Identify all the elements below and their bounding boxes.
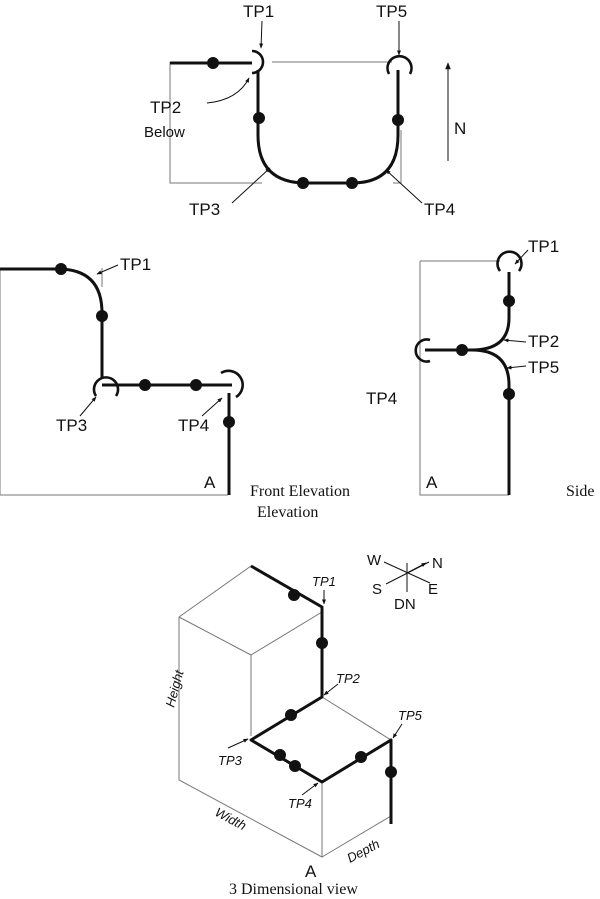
front-fitting-dot: [96, 310, 108, 322]
front-fitting-dot: [223, 416, 235, 428]
plan-leader-tp3: [231, 167, 271, 204]
plan-reference-box-right: [272, 61, 402, 184]
plan-label-tp5: TP5: [376, 2, 407, 21]
front-fitting-dot: [55, 263, 67, 275]
plan-fitting-dot: [207, 57, 219, 69]
side-pipe-run: [425, 272, 511, 495]
iso-fitting-dot: [355, 751, 367, 763]
iso-compass: W N S E DN: [367, 552, 443, 613]
front-caption-line2: Elevation: [257, 504, 318, 521]
iso-label-height: Height: [162, 667, 187, 709]
iso-fitting-dot: [316, 637, 328, 649]
front-elevation-view: TP1 TP3 TP4 A Front Elevation Elevation: [0, 255, 350, 521]
plan-label-tp3: TP3: [189, 200, 220, 219]
iso-label-tp1: TP1: [312, 574, 336, 589]
plan-leader-tp4: [385, 169, 423, 204]
side-leader-tp1: [514, 249, 529, 265]
front-fitting-dot: [139, 379, 151, 391]
plan-pipe-u-run: [256, 70, 400, 185]
iso-leader-tp2: [323, 683, 339, 696]
side-label-tp1: TP1: [528, 237, 559, 256]
compass-label-e: E: [428, 581, 438, 598]
compass-label-w: W: [367, 552, 382, 569]
front-tp4-elbow-symbol: [220, 369, 244, 399]
side-fitting-dot: [503, 295, 515, 307]
compass-label-s: S: [372, 581, 382, 598]
iso-caption: 3 Dimensional view: [229, 881, 358, 898]
iso-leader-tp5: [392, 723, 403, 739]
side-elevation-view: TP1 TP2 TP5 TP4 A Side: [366, 237, 594, 500]
iso-label-corner-a: A: [305, 862, 317, 881]
side-fitting-dot: [456, 344, 468, 356]
iso-fitting-dot: [385, 766, 397, 778]
front-caption-line1: Front Elevation: [250, 483, 350, 500]
front-leader-tp3: [79, 396, 97, 417]
plan-label-tp4: TP4: [424, 200, 455, 219]
plan-leader-tp2: [206, 77, 250, 104]
iso-reference-box: [178, 565, 392, 858]
plan-label-tp1: TP1: [243, 2, 274, 21]
side-tp4-elbow-symbol: [414, 338, 431, 363]
iso-pipe-run: [249, 564, 393, 824]
front-label-tp4: TP4: [178, 416, 209, 435]
iso-label-tp2: TP2: [336, 671, 361, 686]
front-tp3-elbow-symbol: [92, 376, 120, 397]
side-leader-tp2: [503, 338, 527, 343]
iso-label-tp3: TP3: [218, 753, 243, 768]
plan-reference-box: [169, 62, 262, 184]
front-leader-tp1: [96, 264, 119, 275]
compass-label-n: N: [432, 555, 443, 572]
iso-fitting-dot: [288, 589, 300, 601]
side-leader-tp5: [506, 365, 527, 370]
iso-label-tp5: TP5: [398, 708, 423, 723]
front-reference-box: [0, 268, 228, 496]
iso-leader-tp3: [227, 738, 249, 749]
iso-label-tp4: TP4: [288, 796, 312, 811]
side-tp1-elbow-symbol: [496, 250, 523, 272]
plan-label-north: N: [454, 119, 466, 138]
side-label-tp4: TP4: [366, 389, 397, 408]
plan-fitting-dot: [346, 177, 358, 189]
plan-view: TP1 TP5 TP2 Below TP3 TP4 N: [144, 2, 466, 219]
side-label-tp5: TP5: [528, 358, 559, 377]
plan-fitting-dot: [392, 114, 404, 126]
iso-fitting-dot: [285, 709, 297, 721]
iso-fitting-dot: [274, 749, 286, 761]
plan-tp1-elbow-symbol: [251, 49, 265, 75]
isometric-view: TP1 TP2 TP3 TP4 TP5 Height Width Depth A…: [162, 564, 423, 898]
side-fitting-dot: [503, 388, 515, 400]
iso-fitting-dot: [289, 760, 301, 772]
plan-fitting-dot: [253, 112, 265, 124]
front-pipe-top-run: [0, 267, 104, 378]
front-fitting-dot: [190, 379, 202, 391]
front-label-tp3: TP3: [56, 416, 87, 435]
compass-north-arrow: [406, 562, 427, 574]
side-reference-box: [419, 260, 509, 496]
side-caption: Side: [566, 483, 594, 500]
plan-tp5-elbow-symbol: [386, 54, 413, 75]
compass-axes: [383, 561, 431, 592]
front-label-corner-a: A: [204, 473, 216, 492]
plan-label-tp2: TP2: [150, 98, 181, 117]
side-label-corner-a: A: [426, 473, 438, 492]
compass-label-dn: DN: [394, 596, 416, 613]
iso-leader-tp4: [301, 782, 319, 796]
plan-label-tp2-below: Below: [144, 124, 185, 141]
plan-leader-tp1: [259, 20, 264, 49]
plan-fitting-dot: [297, 177, 309, 189]
side-label-tp2: TP2: [528, 332, 559, 351]
iso-label-width: Width: [213, 804, 249, 833]
front-leader-tp4: [201, 397, 223, 417]
front-label-tp1: TP1: [120, 255, 151, 274]
